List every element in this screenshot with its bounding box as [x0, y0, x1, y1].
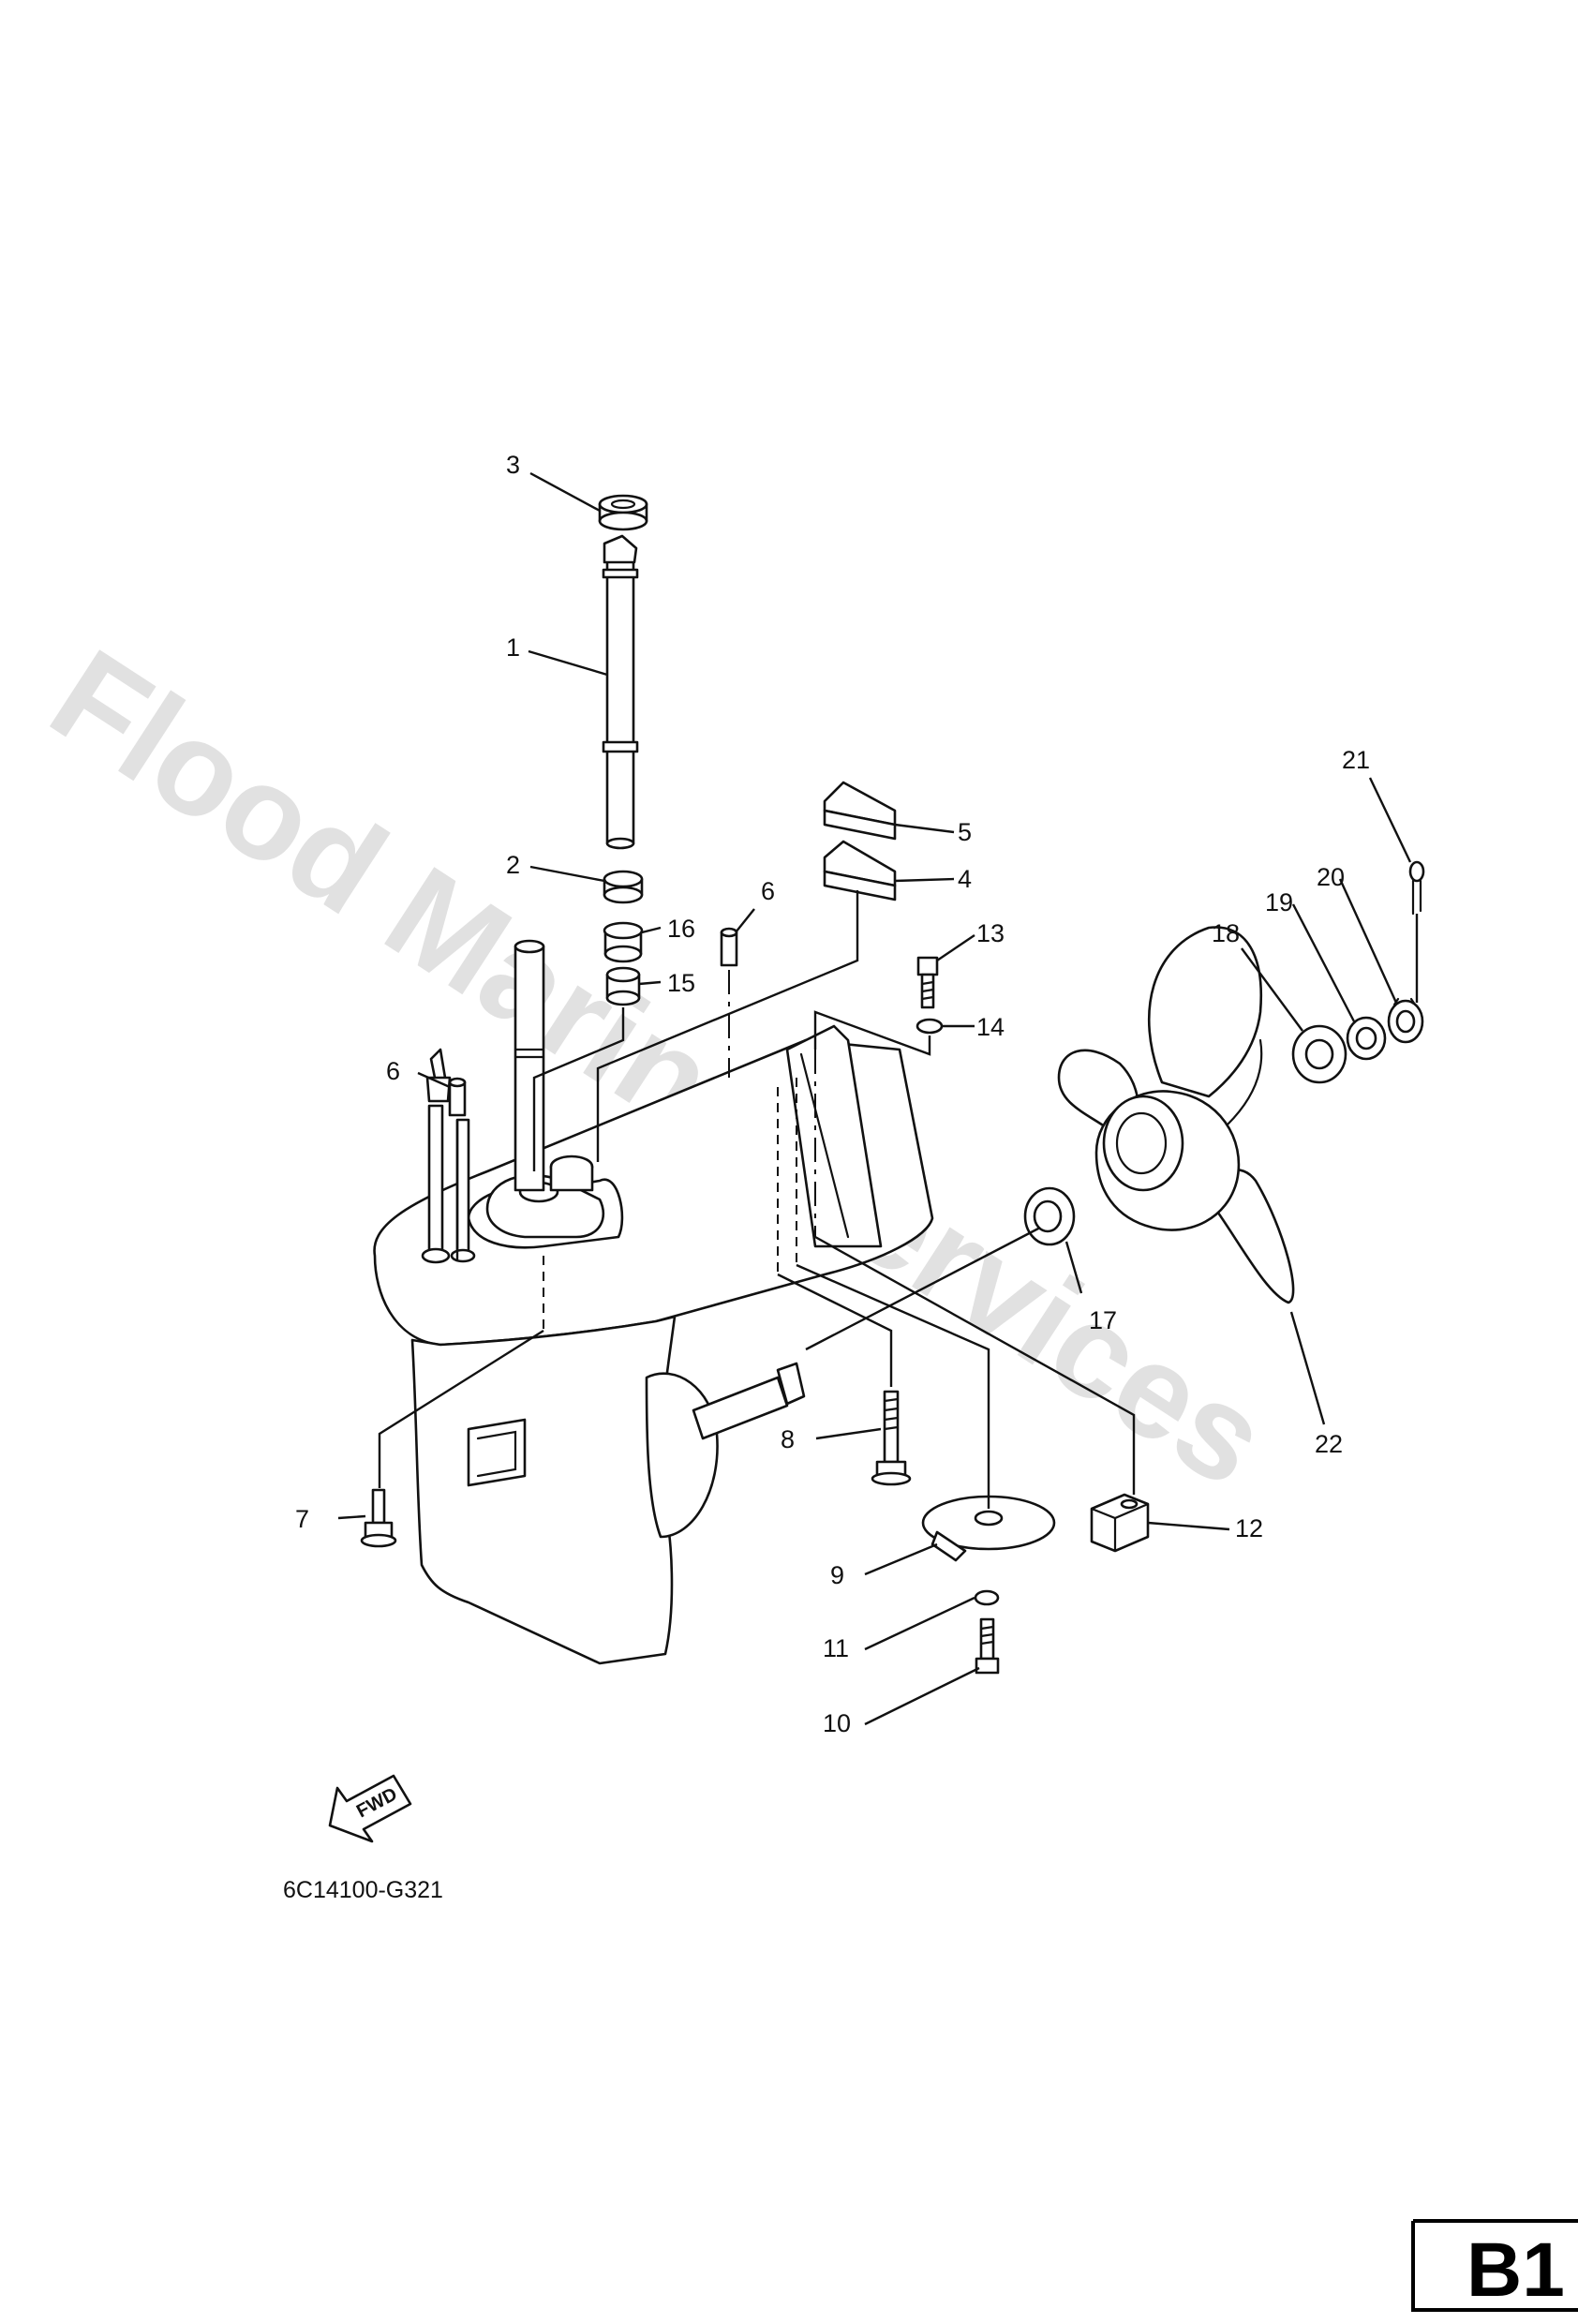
- part-5-rubber-mount: [823, 781, 897, 841]
- part-10-bolt: [975, 1617, 1000, 1675]
- callout-13: 13: [976, 919, 1005, 947]
- drawing-code: 6C14100-G321: [283, 1877, 443, 1903]
- callout-11: 11: [823, 1634, 849, 1662]
- part-15-collar: [605, 966, 641, 1006]
- callout-17: 17: [1089, 1306, 1117, 1334]
- part-12-anode: [1090, 1493, 1150, 1553]
- part-14-washer: [916, 1018, 944, 1035]
- callout-21: 21: [1342, 746, 1370, 774]
- callout-3: 3: [506, 451, 520, 479]
- callout-leaders: [337, 471, 1412, 1726]
- part-16-bushing: [603, 921, 644, 963]
- callout-19: 19: [1265, 888, 1293, 916]
- callout-18: 18: [1212, 919, 1240, 947]
- part-18-spacer: [1291, 1024, 1347, 1084]
- part-7-bolt: [360, 1488, 397, 1548]
- callout-12: 12: [1235, 1514, 1263, 1542]
- part-4-rubber-mount: [823, 840, 897, 901]
- page-tag: B1: [1466, 2227, 1565, 2313]
- part-3-bushing: [598, 494, 648, 531]
- callout-22: 22: [1315, 1430, 1343, 1458]
- part-19-washer: [1346, 1016, 1387, 1061]
- callout-20: 20: [1317, 863, 1345, 891]
- callout-9: 9: [830, 1561, 844, 1589]
- callout-labels: 3 1 2 5 4 6 16 13 15 14 6 21 20 19 18 17…: [295, 451, 1370, 1737]
- part-6-dowel-pin-right: [720, 927, 738, 967]
- part-21-cotter-pin: [1408, 860, 1425, 916]
- lower-unit-housing: [373, 939, 934, 1665]
- callout-6-left: 6: [386, 1057, 400, 1085]
- callout-5: 5: [958, 818, 972, 846]
- callout-10: 10: [823, 1709, 851, 1737]
- part-11-washer: [974, 1589, 1000, 1606]
- callout-7: 7: [295, 1505, 309, 1533]
- callout-14: 14: [976, 1013, 1005, 1041]
- callout-16: 16: [667, 915, 695, 943]
- callout-4: 4: [958, 865, 972, 893]
- part-1-shift-rod: [602, 534, 639, 850]
- part-6-dowel-pin-left: [448, 1077, 467, 1117]
- part-8-bolt: [871, 1390, 912, 1486]
- part-20-nut: [1387, 997, 1424, 1044]
- part-2-grommet: [603, 870, 644, 904]
- callout-15: 15: [667, 969, 695, 997]
- page-tag-box: B1: [1411, 2219, 1578, 2313]
- callout-6-right: 6: [761, 877, 775, 905]
- part-17-thrust-washer: [1023, 1186, 1076, 1246]
- callout-1: 1: [506, 633, 520, 662]
- callout-8: 8: [781, 1425, 795, 1453]
- assembly-lines: [378, 890, 1419, 1509]
- callout-2: 2: [506, 851, 520, 879]
- part-13-bolt: [916, 956, 939, 1009]
- forward-arrow: FWD: [328, 1774, 412, 1843]
- part-22-propeller: [1057, 926, 1295, 1304]
